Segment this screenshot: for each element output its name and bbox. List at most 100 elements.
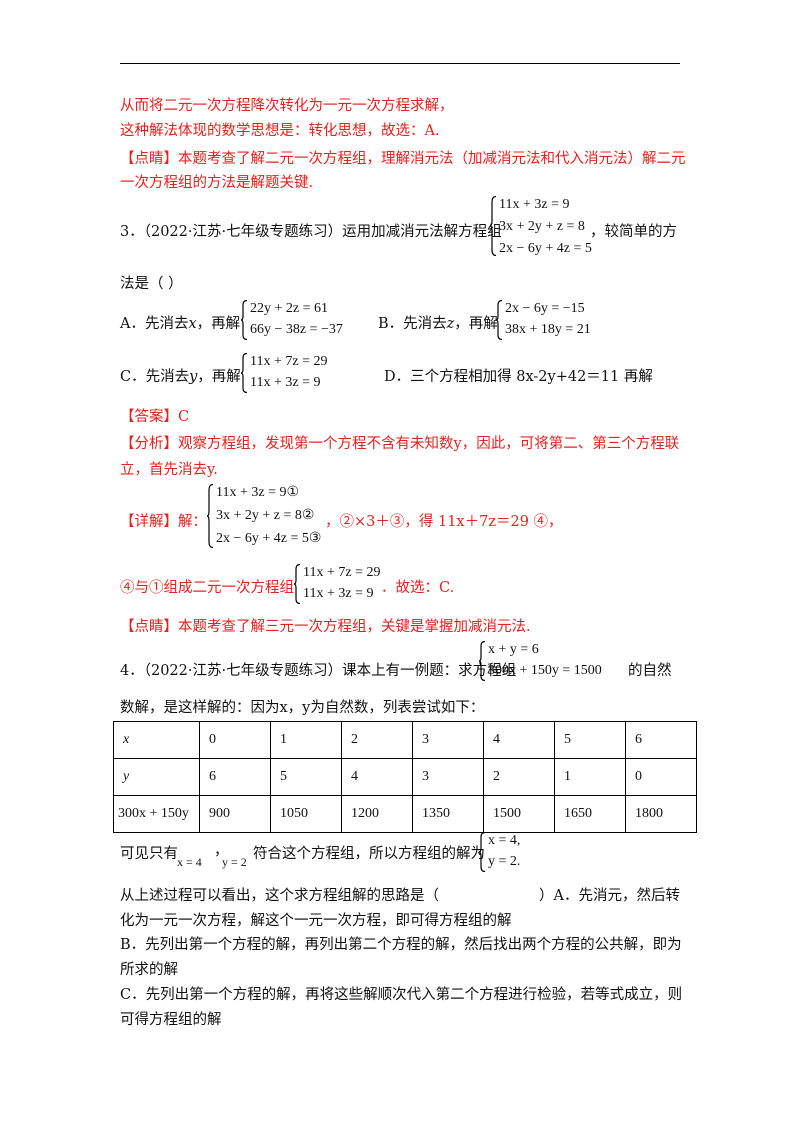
table-cell: 1350 xyxy=(412,795,484,833)
solution-line-1: 从而将二元一次方程降次转化为一元一次方程求解， xyxy=(120,98,454,114)
q3-option-a: A．先消去x，再解 xyxy=(120,314,240,334)
table-cell: 4 xyxy=(341,758,413,796)
table-cell: 300x + 150y xyxy=(113,795,200,833)
q3-answer: 【答案】C xyxy=(120,407,189,427)
q4-option-c-line-1: C．先列出第一个方程的解，再将这些解顺次代入第二个方程进行检验，若等式成立，则 xyxy=(120,987,683,1003)
table-cell: 4 xyxy=(483,721,555,759)
detail-tag: 【详解】 xyxy=(120,514,178,530)
equation-line: 11x + 3z = 9 xyxy=(303,586,374,601)
table-cell: 3 xyxy=(412,721,484,759)
brace-icon xyxy=(490,196,497,256)
option-c-label: C．先消去 xyxy=(120,369,190,385)
q3-option-b: B．先消去z，再解 xyxy=(378,314,498,334)
q3-stem-prefix: 3．（2022·江苏·七年级专题练习）运用加减消元法解方程组 xyxy=(120,224,502,240)
table-cell: 3 xyxy=(412,758,484,796)
q4-process-line-2: 化为一元一次方程，解这个一元一次方程，即可得方程组的解 xyxy=(120,913,512,929)
q3-stem-suffix: ，较简单的方 xyxy=(590,224,677,240)
q3-stem-line-2: 法是（ ） xyxy=(120,276,183,292)
q4-y-value: y = 2 xyxy=(222,855,247,869)
option-b-variable: z xyxy=(446,316,455,332)
table-cell: 1650 xyxy=(554,795,626,833)
table-cell: 1200 xyxy=(341,795,413,833)
table-row: y 6 5 4 3 2 1 0 xyxy=(113,758,697,796)
q3-equation-system: 11x + 3z = 9 3x + 2y + z = 8 2x − 6y + 4… xyxy=(490,196,592,256)
q4-process-line-1: 从上述过程可以看出，这个求方程组解的思路是（ ）A．先消元，然后转 xyxy=(120,886,680,906)
table-cell: 1800 xyxy=(625,795,697,833)
analysis-text: 观察方程组，发现第一个方程不含有未知数y，因此，可将第二、第三个方程联 xyxy=(178,436,680,452)
q4-stem-line-2: 数解，是这样解的：因为x，y为自然数，列表尝试如下： xyxy=(120,700,485,716)
option-a-label: A．先消去 xyxy=(120,316,189,332)
option-a-then: ，再解 xyxy=(196,316,241,332)
table-cell: 2 xyxy=(483,758,555,796)
equation-line: x + y = 6 xyxy=(488,642,539,657)
comment-tag: 【点睛】 xyxy=(120,151,178,167)
equation-line: 2x − 6y + 4z = 5③ xyxy=(216,531,322,546)
process-text-b: ）A．先消元，然后转 xyxy=(539,888,680,904)
header-rule xyxy=(120,63,680,64)
q3-combine-prefix: ④与①组成二元一次方程组 xyxy=(120,580,294,596)
table-cell: 6 xyxy=(199,758,271,796)
q4-solution-system: x = 4, y = 2. xyxy=(479,832,520,872)
equation-line: 66y − 38z = −37 xyxy=(250,322,343,337)
q4-visible-mid: 符合这个方程组，所以方程组的解为 xyxy=(253,846,485,862)
solution-line-2: 这种解法体现的数学思想是：转化思想，故选：A. xyxy=(120,123,440,139)
answer-tag: 【答案】 xyxy=(120,409,178,425)
table-cell: 0 xyxy=(625,758,697,796)
equation-line: 11x + 3z = 9① xyxy=(216,485,300,500)
comment-tag: 【点睛】 xyxy=(120,619,178,635)
comment-paragraph-1-cont: 一次方程组的方法是解题关键. xyxy=(120,175,314,191)
brace-icon xyxy=(496,300,503,340)
table-cell: y xyxy=(113,758,200,796)
equation-line: 38x + 18y = 21 xyxy=(505,322,591,337)
option-b-then: ，再解 xyxy=(454,316,498,332)
q4-stem-suffix: 的自然 xyxy=(628,663,672,679)
equation-line: x = 4, xyxy=(488,833,521,848)
q3-combine-system: 11x + 7z = 29 11x + 3z = 9 xyxy=(294,564,381,604)
comment-text: 本题考查了解三元一次方程组，关键是掌握加减消元法. xyxy=(178,619,531,635)
q3-option-b-system: 2x − 6y = −15 38x + 18y = 21 xyxy=(496,300,591,340)
q4-option-b-line-2: 所求的解 xyxy=(120,962,178,978)
brace-icon xyxy=(241,353,248,393)
equation-line: 2x − 6y + 4z = 5 xyxy=(499,241,592,256)
equation-line: 3x + 2y + z = 8 xyxy=(499,219,585,234)
brace-icon xyxy=(207,484,214,548)
q3-option-c-system: 11x + 7z = 29 11x + 3z = 9 xyxy=(241,353,328,393)
q3-option-c: C．先消去y，再解 xyxy=(120,367,241,387)
option-b-label: B．先消去 xyxy=(378,316,447,332)
equation-line: 300x + 150y = 1500 xyxy=(488,663,602,678)
table-cell: 1 xyxy=(270,721,342,759)
equation-line: 11x + 3z = 9 xyxy=(499,197,570,212)
q3-detail-suffix: ，②×3＋③，得 11x＋7z＝29 ④， xyxy=(325,514,563,530)
table-cell: 5 xyxy=(270,758,342,796)
table-cell: 2 xyxy=(341,721,413,759)
table-cell: 1050 xyxy=(270,795,342,833)
q3-option-d: D．三个方程相加得 8x-2y+42＝11 再解 xyxy=(384,369,653,385)
trial-table: x 0 1 2 3 4 5 6 y 6 5 4 3 2 1 0 300x + 1… xyxy=(113,721,697,833)
table-cell: 5 xyxy=(554,721,626,759)
q3-option-a-system: 22y + 2z = 61 66y − 38z = −37 xyxy=(241,300,343,340)
q3-detail-system: 11x + 3z = 9① 3x + 2y + z = 8② 2x − 6y +… xyxy=(207,484,321,548)
answer-value: C xyxy=(178,409,190,425)
equation-line: 22y + 2z = 61 xyxy=(250,301,329,316)
table-row: x 0 1 2 3 4 5 6 xyxy=(113,721,697,759)
q4-equation-system: x + y = 6 300x + 150y = 1500 xyxy=(479,641,602,681)
table-cell: 900 xyxy=(199,795,271,833)
brace-icon xyxy=(294,564,301,604)
table-cell: x xyxy=(113,721,200,759)
brace-icon xyxy=(479,832,486,872)
table-row: 300x + 150y 900 1050 1200 1350 1500 1650… xyxy=(113,795,697,833)
equation-line: y = 2. xyxy=(488,854,521,869)
brace-icon xyxy=(241,300,248,340)
detail-lead: 解： xyxy=(178,514,207,530)
q3-analysis-cont: 立，首先消去y. xyxy=(120,462,218,478)
comment-paragraph-1: 【点睛】本题考查了解二元一次方程组，理解消元法（加减消元法和代入消元法）解二元 xyxy=(120,149,686,169)
equation-line: 3x + 2y + z = 8② xyxy=(216,508,315,523)
analysis-tag: 【分析】 xyxy=(120,436,178,452)
equation-line: 11x + 7z = 29 xyxy=(250,354,328,369)
q3-detail-prefix: 【详解】解： xyxy=(120,512,207,532)
table-cell: 1500 xyxy=(483,795,555,833)
brace-icon xyxy=(479,641,486,681)
process-text-a: 从上述过程可以看出，这个求方程组解的思路是（ xyxy=(120,888,439,904)
q4-option-b-line-1: B．先列出第一个方程的解，再列出第二个方程的解，然后找出两个方程的公共解，即为 xyxy=(120,937,682,953)
option-a-variable: x xyxy=(188,316,197,332)
